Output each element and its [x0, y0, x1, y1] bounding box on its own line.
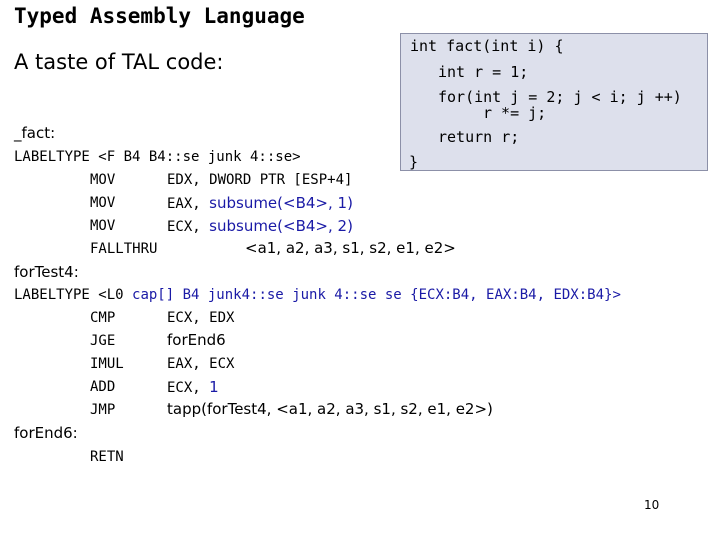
instr-operands: ECX, subsume(<B4>, 2) [167, 217, 353, 235]
instr-opcode: JMP [90, 402, 116, 418]
instr-opcode: IMUL [90, 356, 124, 372]
label-fortest4: forTest4: [14, 263, 79, 281]
labeltype-fortest4: LABELTYPE <L0 cap[] B4 junk4::se junk 4:… [14, 288, 621, 302]
instr-opcode: MOV [90, 218, 116, 234]
instr-coercion: subsume(<B4>, 1) [209, 194, 353, 212]
instr-operands: ECX, 1 [167, 378, 219, 396]
page-number: 10 [644, 498, 660, 512]
instr-register: ECX, [167, 380, 210, 396]
label-fact: _fact: [14, 124, 56, 142]
c-code-line: for(int j = 2; j < i; j ++) [438, 88, 682, 106]
instr-opcode: CMP [90, 310, 116, 326]
instr-coercion: subsume(<B4>, 2) [209, 217, 353, 235]
instr-operands: <a1, a2, a3, s1, s2, e1, e2> [245, 239, 456, 257]
instr-opcode: ADD [90, 379, 116, 395]
label-forend6: forEnd6: [14, 424, 78, 442]
c-code-line: } [409, 153, 419, 171]
instr-opcode: MOV [90, 195, 116, 211]
c-code-line: int r = 1; [438, 63, 529, 81]
instr-immediate: 1 [209, 378, 219, 396]
slide-title: Typed Assembly Language [14, 4, 305, 28]
instr-opcode: RETN [90, 449, 124, 465]
instr-opcode: JGE [90, 333, 116, 349]
instr-register: EAX, [167, 196, 210, 212]
labeltype-prefix: LABELTYPE <L0 [14, 287, 133, 303]
instr-operands: EAX, subsume(<B4>, 1) [167, 194, 353, 212]
slide-subtitle: A taste of TAL code: [14, 50, 224, 74]
labeltype-body: cap[] B4 junk4::se junk 4::se se {ECX:B4… [132, 287, 621, 303]
instr-operands: ECX, EDX [167, 310, 235, 326]
instr-register: ECX, [167, 219, 210, 235]
instr-operands: EAX, ECX [167, 356, 235, 372]
c-code-line: return r; [438, 128, 520, 146]
instr-opcode: FALLTHRU [90, 241, 158, 257]
c-source-box: int fact(int i) { int r = 1; for(int j =… [400, 33, 708, 171]
instr-opcode: MOV [90, 172, 116, 188]
labeltype-fact: LABELTYPE <F B4 B4::se junk 4::se> [14, 149, 301, 165]
c-code-line: r *= j; [483, 104, 547, 122]
c-code-line: int fact(int i) { [410, 37, 564, 55]
instr-operands: EDX, DWORD PTR [ESP+4] [167, 172, 353, 188]
instr-operands: forEnd6 [167, 331, 226, 349]
instr-operands: tapp(forTest4, <a1, a2, a3, s1, s2, e1, … [167, 400, 493, 418]
